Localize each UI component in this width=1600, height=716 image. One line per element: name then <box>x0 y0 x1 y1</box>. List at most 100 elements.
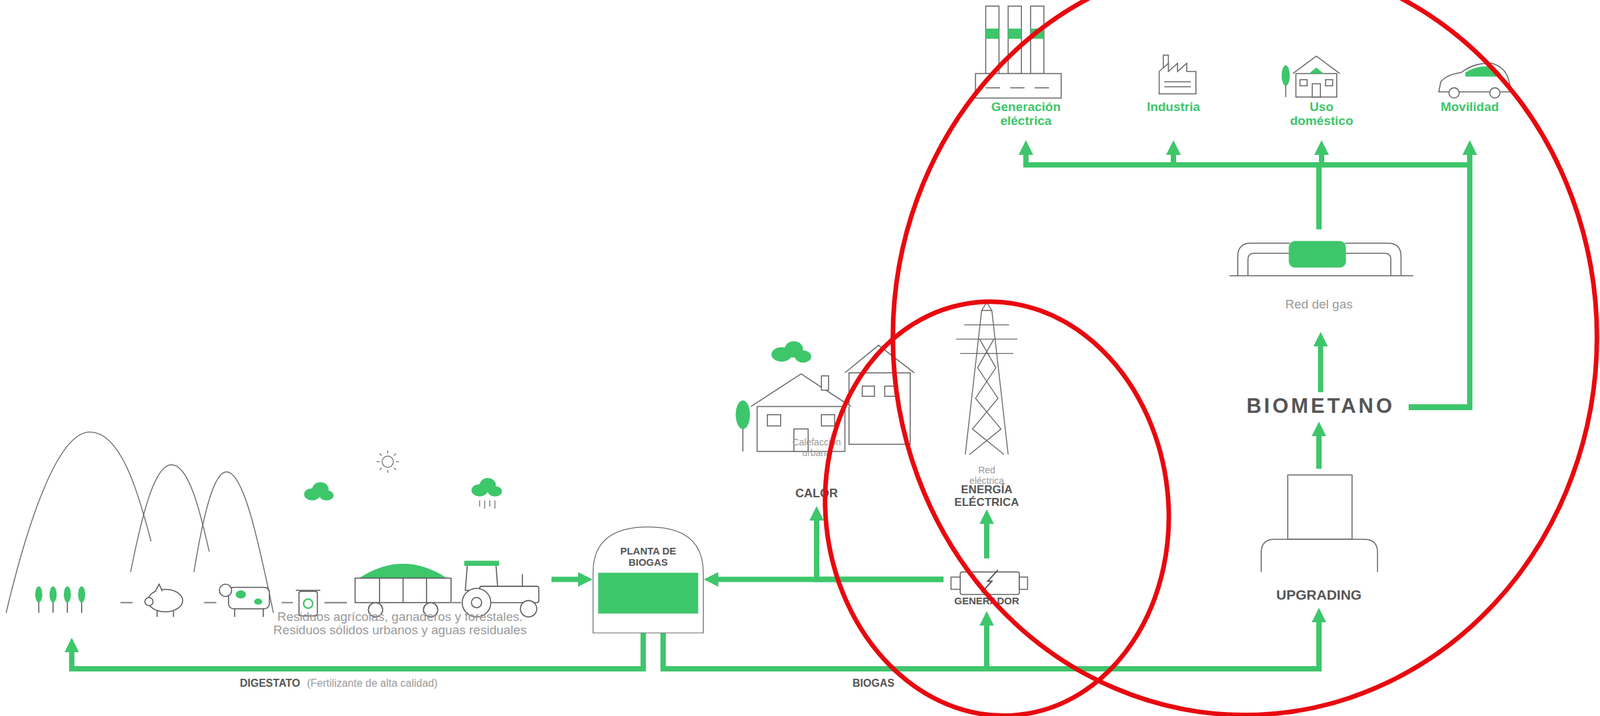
dash <box>120 601 133 604</box>
pylon-top <box>986 302 993 311</box>
window <box>821 414 835 426</box>
home-icon <box>1281 56 1341 98</box>
dash <box>451 601 462 604</box>
cow-body <box>228 586 270 608</box>
power-plant-icon <box>975 5 1062 98</box>
use-node: Uso doméstico <box>1261 0 1382 141</box>
car-roof <box>1465 66 1502 78</box>
gas-tank <box>1289 241 1347 268</box>
house-wall <box>1295 73 1337 98</box>
flow-connector <box>551 576 580 583</box>
sun-ray <box>394 467 397 470</box>
output-label: ENERGÍA ELÉCTRICA <box>946 483 1027 509</box>
flow-connector <box>816 518 944 580</box>
tree-crown <box>49 586 57 603</box>
digester-fill <box>598 572 699 614</box>
hill <box>5 431 151 613</box>
pig-snout <box>144 597 153 606</box>
cloud-part <box>487 485 503 496</box>
tractor-wheel <box>520 600 537 617</box>
sun-ray <box>387 469 389 474</box>
edge-label: BIOGAS <box>852 677 895 690</box>
trailer-rib <box>425 578 428 603</box>
product-label: BIOMETANO <box>1232 394 1409 418</box>
tree-crown <box>63 586 72 603</box>
pipeline-icon <box>1229 241 1414 276</box>
raindrop <box>489 500 490 507</box>
power-grid-node: Red eléctricaENERGÍA ELÉCTRICA <box>930 302 1044 510</box>
cloud <box>304 481 335 501</box>
use-label: Movilidad <box>1432 99 1507 114</box>
rain-cloud <box>471 477 503 497</box>
smoke-cloud <box>794 350 812 363</box>
use-label: Industria <box>1136 99 1211 114</box>
tree-crown <box>735 400 751 429</box>
chimney-band <box>1030 28 1044 39</box>
chimney <box>821 375 829 391</box>
roof <box>1293 56 1341 74</box>
trailer-icon <box>354 563 451 617</box>
pipe <box>1237 243 1290 276</box>
recycle-mark <box>303 598 313 608</box>
icon-caption: Calefacción urbana <box>783 437 850 458</box>
tractor-roof <box>464 560 500 566</box>
sun-disc <box>382 455 394 468</box>
generator-icon <box>950 569 1028 595</box>
dash <box>281 601 294 604</box>
wheel <box>1449 87 1460 98</box>
raindrop <box>479 500 480 507</box>
window <box>767 414 781 426</box>
cloud-part <box>319 489 335 500</box>
pylon-brace <box>972 338 1005 455</box>
pylon-arm <box>964 324 1010 325</box>
pylon-top <box>981 302 987 311</box>
plant-label: PLANTA DE BIOGAS <box>605 545 692 569</box>
factory-building <box>1159 63 1197 94</box>
flow-connector <box>1408 153 1470 408</box>
highlight-ellipse <box>893 0 1598 715</box>
heat-node: Calefacción urbanaCALOR <box>730 332 917 507</box>
biogas-plant-dome: PLANTA DE BIOGAS <box>592 525 705 633</box>
flow-connector <box>1316 434 1322 469</box>
upgrading-icon <box>1261 474 1378 572</box>
sun-ray <box>379 467 382 470</box>
rain <box>479 500 496 509</box>
pylon-icon <box>956 302 1018 455</box>
dash <box>324 601 347 604</box>
tree-trunk <box>742 426 744 452</box>
raindrop <box>484 500 486 509</box>
bin-lid <box>295 589 321 591</box>
plant-building <box>975 73 1062 99</box>
sun-ray <box>376 461 381 462</box>
gas-grid-node: Red del gas <box>1225 229 1412 333</box>
tree-crown <box>1281 65 1290 86</box>
product-node: BIOMETANO <box>1232 392 1409 422</box>
icon-caption: Red eléctrica <box>963 465 1010 486</box>
factory-icon <box>1159 55 1197 94</box>
sun <box>376 450 400 474</box>
wheel <box>1489 87 1500 98</box>
trees <box>35 586 86 613</box>
highlight-ellipse <box>804 284 1189 716</box>
flow-connector <box>1173 153 1470 408</box>
pylon-arm <box>956 338 1018 339</box>
upgrading-base <box>1261 538 1378 572</box>
pipe <box>1247 253 1290 276</box>
window <box>1325 79 1333 86</box>
trailer-box <box>354 578 451 603</box>
sun-ray <box>387 450 389 454</box>
ground-line <box>1229 275 1414 277</box>
hill <box>130 464 210 572</box>
chimney <box>986 5 1000 74</box>
houses-icon <box>735 340 915 452</box>
hill <box>194 471 274 613</box>
chimney-band <box>1007 28 1022 39</box>
chimney <box>1030 5 1044 74</box>
tree-crown <box>35 586 43 603</box>
door <box>1312 83 1321 98</box>
pylon-legs <box>965 310 1009 455</box>
pig-leg <box>172 610 175 617</box>
trailer-rib <box>402 578 404 603</box>
use-node: Generación eléctrica <box>966 0 1086 141</box>
